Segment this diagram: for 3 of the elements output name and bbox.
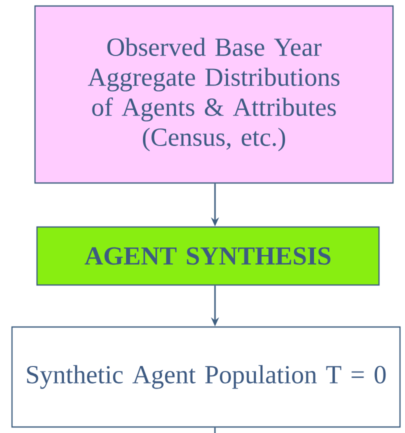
process-box: AGENT SYNTHESIS bbox=[36, 226, 380, 286]
process-box: Observed Base Year Aggregate Distributions of Agents & Attributes (Census, etc.) bbox=[34, 5, 394, 184]
process-box: Synthetic Agent Population T = 0 bbox=[11, 326, 401, 428]
